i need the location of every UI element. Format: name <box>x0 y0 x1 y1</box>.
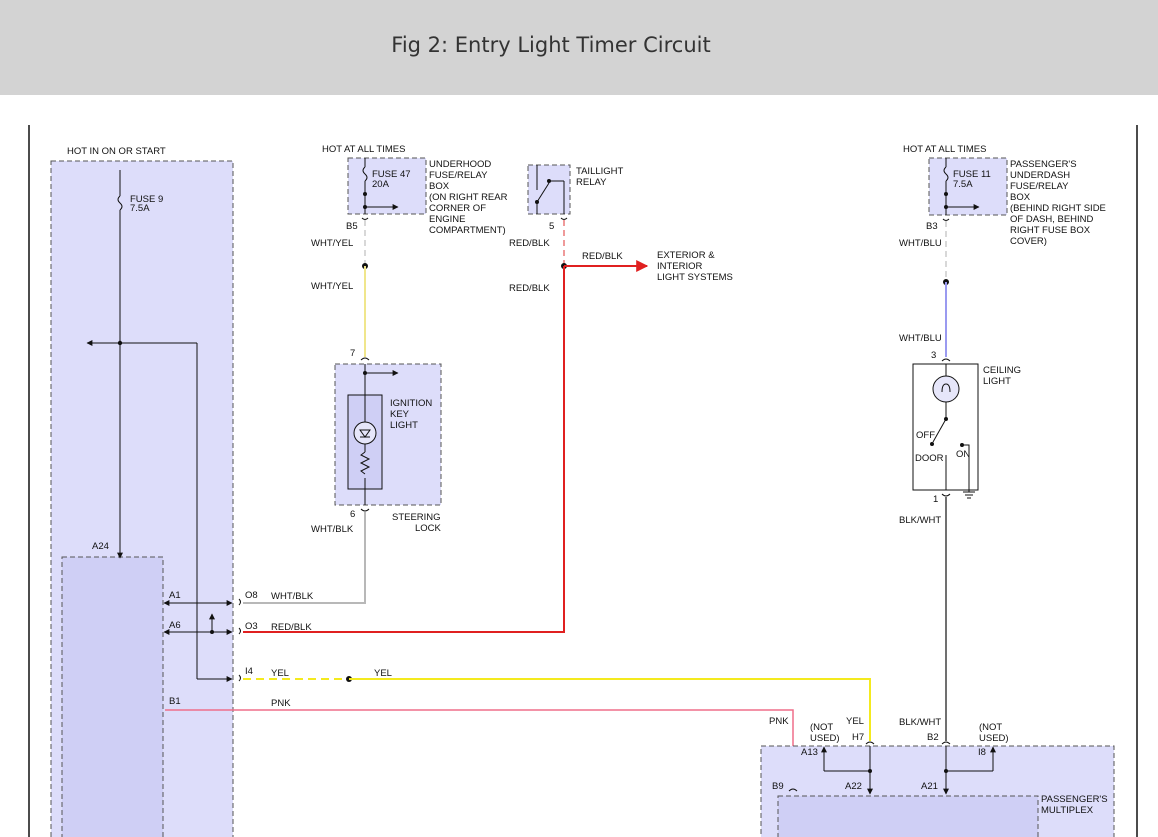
connector-icon <box>360 508 370 512</box>
passenger-underdash-fuse-box <box>928 157 1008 216</box>
wire-label-wht-blu-2: WHT/BLU <box>899 333 942 344</box>
pin-b3: B3 <box>926 221 938 232</box>
underhood-box-label: UNDERHOOD FUSE/RELAY BOX (ON RIGHT REAR … <box>429 159 510 236</box>
wire-label-red-blk-2: RED/BLK <box>582 251 623 262</box>
fuse47-icon <box>362 166 368 182</box>
wire-label-pnk-1: PNK <box>271 698 291 709</box>
pin-5: 5 <box>549 221 554 232</box>
bulb-icon <box>932 375 960 403</box>
hot-at-all-times-label-1: HOT AT ALL TIMES <box>322 144 405 155</box>
exterior-interior-label: EXTERIOR & INTERIOR LIGHT SYSTEMS <box>657 250 733 283</box>
not-used-label-2: (NOT USED) <box>979 722 1009 744</box>
pin-o8: O8 <box>245 590 258 601</box>
hot-in-on-or-start-label: HOT IN ON OR START <box>67 146 166 157</box>
door-switch-icon <box>932 418 947 443</box>
ground-icon <box>963 491 975 499</box>
switch-door-label: DOOR <box>915 453 944 464</box>
pin-b9: B9 <box>772 781 784 792</box>
wire-label-wht-yel-2: WHT/YEL <box>311 281 353 292</box>
resistor-icon <box>359 451 371 475</box>
pin-b2: B2 <box>927 732 939 743</box>
diode-icon <box>359 429 371 438</box>
left-control-module <box>61 556 164 837</box>
fuse9-label: FUSE 9 <box>130 194 163 205</box>
pin-a13: A13 <box>801 747 818 758</box>
pin-i4: I4 <box>245 666 253 677</box>
pin-7: 7 <box>350 348 355 359</box>
ignition-key-light-label: IGNITION KEY LIGHT <box>390 398 435 431</box>
wire-label-blk-wht-2: BLK/WHT <box>899 717 941 728</box>
figure-header: Fig 2: Entry Light Timer Circuit <box>0 0 1158 95</box>
pin-1: 1 <box>933 494 938 505</box>
taillight-relay-box <box>527 164 571 215</box>
led-icon <box>353 421 377 445</box>
wire-label-blk-wht-1: BLK/WHT <box>899 515 941 526</box>
pin-a6: A6 <box>169 620 181 631</box>
connector-icon <box>361 217 369 220</box>
pin-a22: A22 <box>845 781 862 792</box>
taillight-relay-label: TAILLIGHT RELAY <box>576 166 626 188</box>
steering-lock-label: STEERING LOCK <box>392 512 443 534</box>
fuse11-rating: 7.5A <box>953 179 973 190</box>
fuse11-label: FUSE 11 <box>953 169 991 180</box>
yel-wire <box>349 678 871 741</box>
wire-label-yel-2: YEL <box>374 668 392 679</box>
wire-label-wht-blk-2: WHT/BLK <box>271 591 314 602</box>
fuse9-icon <box>117 195 123 211</box>
bulb-filament-icon <box>941 383 951 393</box>
wire-label-red-blk-1: RED/BLK <box>509 238 550 249</box>
not-used-label-1: (NOT USED) <box>810 722 840 744</box>
switch-off-label: OFF <box>916 430 935 441</box>
fuse47-rating: 20A <box>372 179 390 190</box>
ceiling-ground-wire <box>962 444 970 492</box>
connector-icon <box>941 358 951 362</box>
ceiling-light-label: CEILING LIGHT <box>983 365 1024 387</box>
pnk-wire <box>165 709 794 787</box>
wire-label-pnk-2: PNK <box>769 716 789 727</box>
pin-i8: I8 <box>978 747 986 758</box>
connector-icons <box>788 741 951 792</box>
pin-a21: A21 <box>921 781 938 792</box>
wire-label-red-blk-3: RED/BLK <box>509 283 550 294</box>
pin-a24: A24 <box>92 541 109 552</box>
pin-b5: B5 <box>346 221 358 232</box>
connector-icon <box>360 357 370 361</box>
figure-title: Fig 2: Entry Light Timer Circuit <box>391 33 711 57</box>
switch-on-label: ON <box>956 449 970 460</box>
switch-contact <box>930 442 934 446</box>
underhood-fuse-box <box>347 157 427 215</box>
fuse47-label: FUSE 47 <box>372 169 411 180</box>
pin-a1: A1 <box>169 590 181 601</box>
splice-dot <box>944 192 948 196</box>
wire-label-yel-3: YEL <box>846 716 864 727</box>
connector-icons <box>238 598 241 682</box>
wire-label-red-blk-o3: RED/BLK <box>271 622 312 633</box>
passengers-multiplex-label: PASSENGER'S MULTIPLEX <box>1041 794 1110 816</box>
red-blk-wire <box>243 266 565 633</box>
passenger-underdash-box-label: PASSENGER'S UNDERDASH FUSE/RELAY BOX (BE… <box>1010 159 1109 247</box>
connector-icon <box>942 218 950 221</box>
connector-icon <box>560 217 568 220</box>
wire-label-wht-blu-1: WHT/BLU <box>899 238 942 249</box>
fuse11-icon <box>943 166 949 182</box>
wire-label-wht-yel-1: WHT/YEL <box>311 238 353 249</box>
splice-dot <box>363 192 367 196</box>
pin-3: 3 <box>931 350 936 361</box>
wire-label-yel-1: YEL <box>271 668 289 679</box>
pin-6: 6 <box>350 509 355 520</box>
relay-switch-icon <box>536 182 550 203</box>
wht-blk-wire <box>243 512 366 604</box>
hot-at-all-times-label-2: HOT AT ALL TIMES <box>903 144 986 155</box>
pin-h7: H7 <box>852 732 864 743</box>
splice-dot <box>868 769 872 773</box>
multiplex-control-unit <box>777 795 1039 837</box>
fuse9-rating: 7.5A <box>130 203 150 214</box>
pin-b1: B1 <box>169 696 181 707</box>
connector-icon <box>941 493 951 497</box>
pin-o3: O3 <box>245 621 258 632</box>
splice-dot <box>944 769 948 773</box>
wire-label-wht-blk-1: WHT/BLK <box>311 524 354 535</box>
